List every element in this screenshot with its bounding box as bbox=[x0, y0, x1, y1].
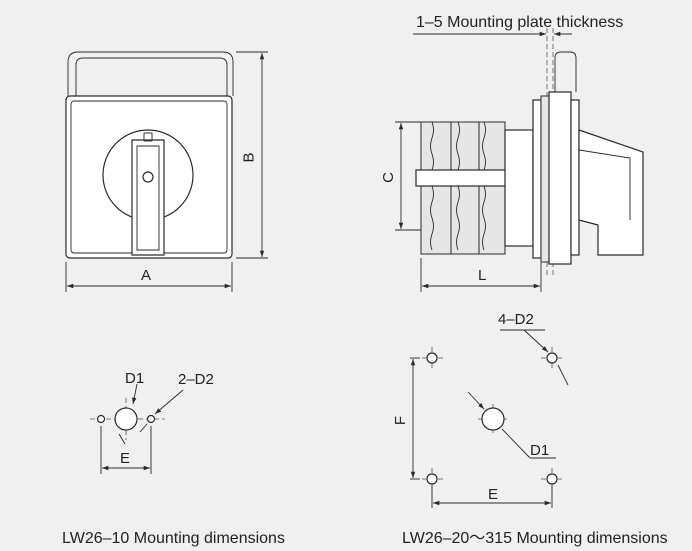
mounting-right bbox=[410, 329, 569, 508]
dim-E-right-label: E bbox=[488, 486, 499, 503]
hole-tr bbox=[546, 352, 558, 364]
center-hole-left bbox=[114, 407, 138, 431]
front-plate-profile bbox=[548, 91, 572, 265]
side-view bbox=[395, 28, 644, 292]
dim-F-label: F bbox=[392, 415, 410, 426]
shaft bbox=[415, 169, 509, 187]
dim-D1-right-label: D1 bbox=[530, 442, 550, 459]
caption-left: LW26–10 Mounting dimensions bbox=[62, 530, 285, 547]
dim-4D2-label: 4–D2 bbox=[498, 311, 534, 328]
cam-section-1 bbox=[420, 121, 452, 255]
hole-br bbox=[546, 473, 558, 485]
knob-handle-inner bbox=[136, 145, 160, 251]
small-hole-left-2 bbox=[146, 414, 156, 424]
front-view bbox=[65, 51, 268, 292]
center-hole-right bbox=[481, 407, 505, 431]
handle-profile bbox=[578, 129, 644, 256]
caption-right: LW26–20～315 Mounting dimensions bbox=[402, 530, 668, 547]
lock-handle-outline bbox=[75, 57, 228, 96]
dim-A-label: A bbox=[141, 267, 152, 284]
small-hole-left-1 bbox=[96, 414, 106, 424]
dim-B-label: B bbox=[240, 152, 258, 163]
dim-C-label: C bbox=[379, 172, 397, 183]
dim-2D2-label: 2–D2 bbox=[178, 371, 214, 388]
handle-indicator bbox=[143, 132, 153, 142]
cam-section-2 bbox=[450, 121, 480, 255]
handle-dot bbox=[142, 171, 154, 183]
connector-block bbox=[504, 129, 534, 247]
knob-handle bbox=[131, 139, 165, 256]
hole-tl bbox=[426, 352, 438, 364]
hole-bl bbox=[426, 473, 438, 485]
dim-D1-left-label: D1 bbox=[125, 370, 145, 387]
mounting-plate bbox=[532, 99, 542, 259]
mounting-plate-2 bbox=[540, 95, 550, 263]
dim-L-label: L bbox=[478, 267, 487, 284]
thickness-note: 1–5 Mounting plate thickness bbox=[416, 14, 624, 31]
lock-handle-outer bbox=[67, 51, 234, 96]
mounting-left bbox=[90, 383, 184, 474]
dim-E-left-label: E bbox=[120, 450, 131, 467]
